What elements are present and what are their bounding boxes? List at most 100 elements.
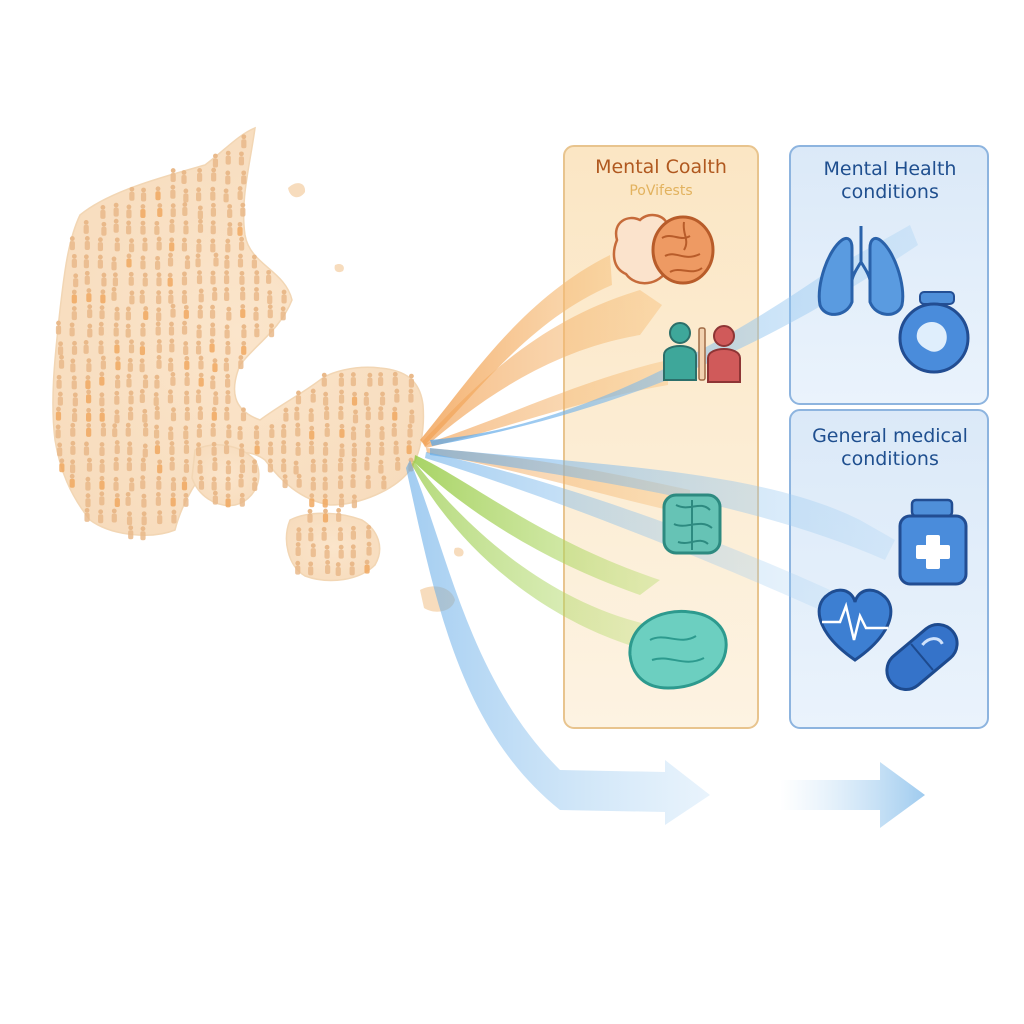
person-figure [99, 442, 105, 456]
person-figure [227, 204, 233, 218]
person-figure [169, 338, 175, 353]
person-figure [293, 460, 299, 475]
person-figure [83, 254, 89, 269]
person-figure [140, 204, 146, 219]
person-figure [197, 205, 203, 220]
person-figure [409, 409, 415, 424]
person-figure [378, 459, 384, 474]
person-figure [198, 288, 204, 303]
lungs-icon [817, 226, 905, 316]
heart-icon [817, 588, 893, 662]
person-figure [198, 372, 204, 387]
person-figure [83, 441, 90, 456]
person-figure [169, 456, 175, 471]
mental-coalth-title: Mental Coalth [595, 156, 727, 178]
person-figure [86, 358, 92, 373]
person-figure [168, 321, 175, 336]
person-figure [170, 184, 176, 199]
person-figure [196, 187, 202, 202]
person-figure [267, 441, 274, 456]
person-figure [168, 426, 174, 441]
person-figure [210, 220, 216, 235]
person-figure [99, 392, 105, 407]
person-figure [339, 423, 345, 438]
person-figure [154, 255, 161, 270]
person-figure [128, 238, 135, 253]
person-figure [126, 204, 132, 219]
person-figure [114, 440, 120, 455]
person-figure [365, 441, 371, 456]
person-figure [140, 187, 147, 202]
person-figure [198, 475, 205, 490]
person-figure [112, 423, 118, 438]
person-figure [111, 256, 117, 271]
person-figure [157, 203, 163, 218]
person-figure [140, 322, 146, 337]
person-figure [181, 289, 188, 304]
person-figure [211, 441, 217, 456]
person-figure [336, 507, 342, 522]
person-figure [212, 457, 218, 471]
person-figure [240, 286, 246, 301]
person-figure [295, 422, 301, 437]
person-figure [237, 253, 244, 268]
person-figure [225, 373, 231, 388]
person-figure [100, 355, 106, 370]
person-figure [281, 289, 287, 304]
person-figure [253, 287, 260, 301]
person-figure [86, 457, 93, 472]
person-figure [364, 559, 370, 574]
person-figure [156, 236, 162, 251]
person-figure [71, 306, 77, 321]
person-figure [225, 493, 231, 508]
person-figure [210, 238, 216, 253]
person-figure [183, 439, 190, 454]
person-figure [335, 562, 341, 577]
person-figure [211, 167, 217, 182]
person-figure [125, 323, 131, 338]
person-figure [378, 372, 384, 386]
person-figure [113, 476, 119, 491]
person-figure [237, 221, 243, 236]
person-figure [213, 391, 219, 406]
person-figure [393, 440, 399, 455]
person-figure [366, 541, 372, 556]
person-figure [195, 389, 202, 404]
person-figure [157, 510, 163, 525]
person-figure [86, 407, 92, 422]
person-figure [140, 255, 146, 270]
person-figure [350, 372, 356, 387]
person-figure [169, 218, 175, 233]
person-figure [99, 491, 105, 506]
person-figure [406, 440, 412, 455]
person-figure [281, 423, 287, 438]
mental-health-title: Mental Health conditions [792, 158, 988, 204]
general-medical-title: General medical conditions [792, 425, 988, 471]
person-figure [181, 271, 188, 286]
person-figure [296, 473, 302, 488]
person-figure [308, 561, 314, 576]
person-figure [154, 220, 160, 235]
person-figure [127, 441, 133, 456]
output-arrow [780, 762, 925, 828]
person-figure [83, 220, 89, 234]
person-figure [128, 339, 135, 354]
person-figure [338, 372, 344, 387]
person-figure [70, 358, 76, 373]
flow-blue-2 [430, 448, 895, 560]
flow-streams [406, 225, 925, 828]
person-figure [154, 440, 161, 455]
medicine-bottle-icon [898, 498, 968, 586]
person-figure [72, 408, 78, 422]
person-figure [225, 150, 231, 165]
person-figure [310, 476, 316, 491]
person-figure [254, 440, 260, 455]
person-figure [338, 389, 345, 404]
person-figure [184, 356, 190, 370]
person-figure [73, 273, 79, 288]
person-figure [282, 474, 288, 489]
person-figure [196, 238, 202, 253]
person-figure [295, 441, 301, 456]
person-figure [128, 271, 134, 286]
